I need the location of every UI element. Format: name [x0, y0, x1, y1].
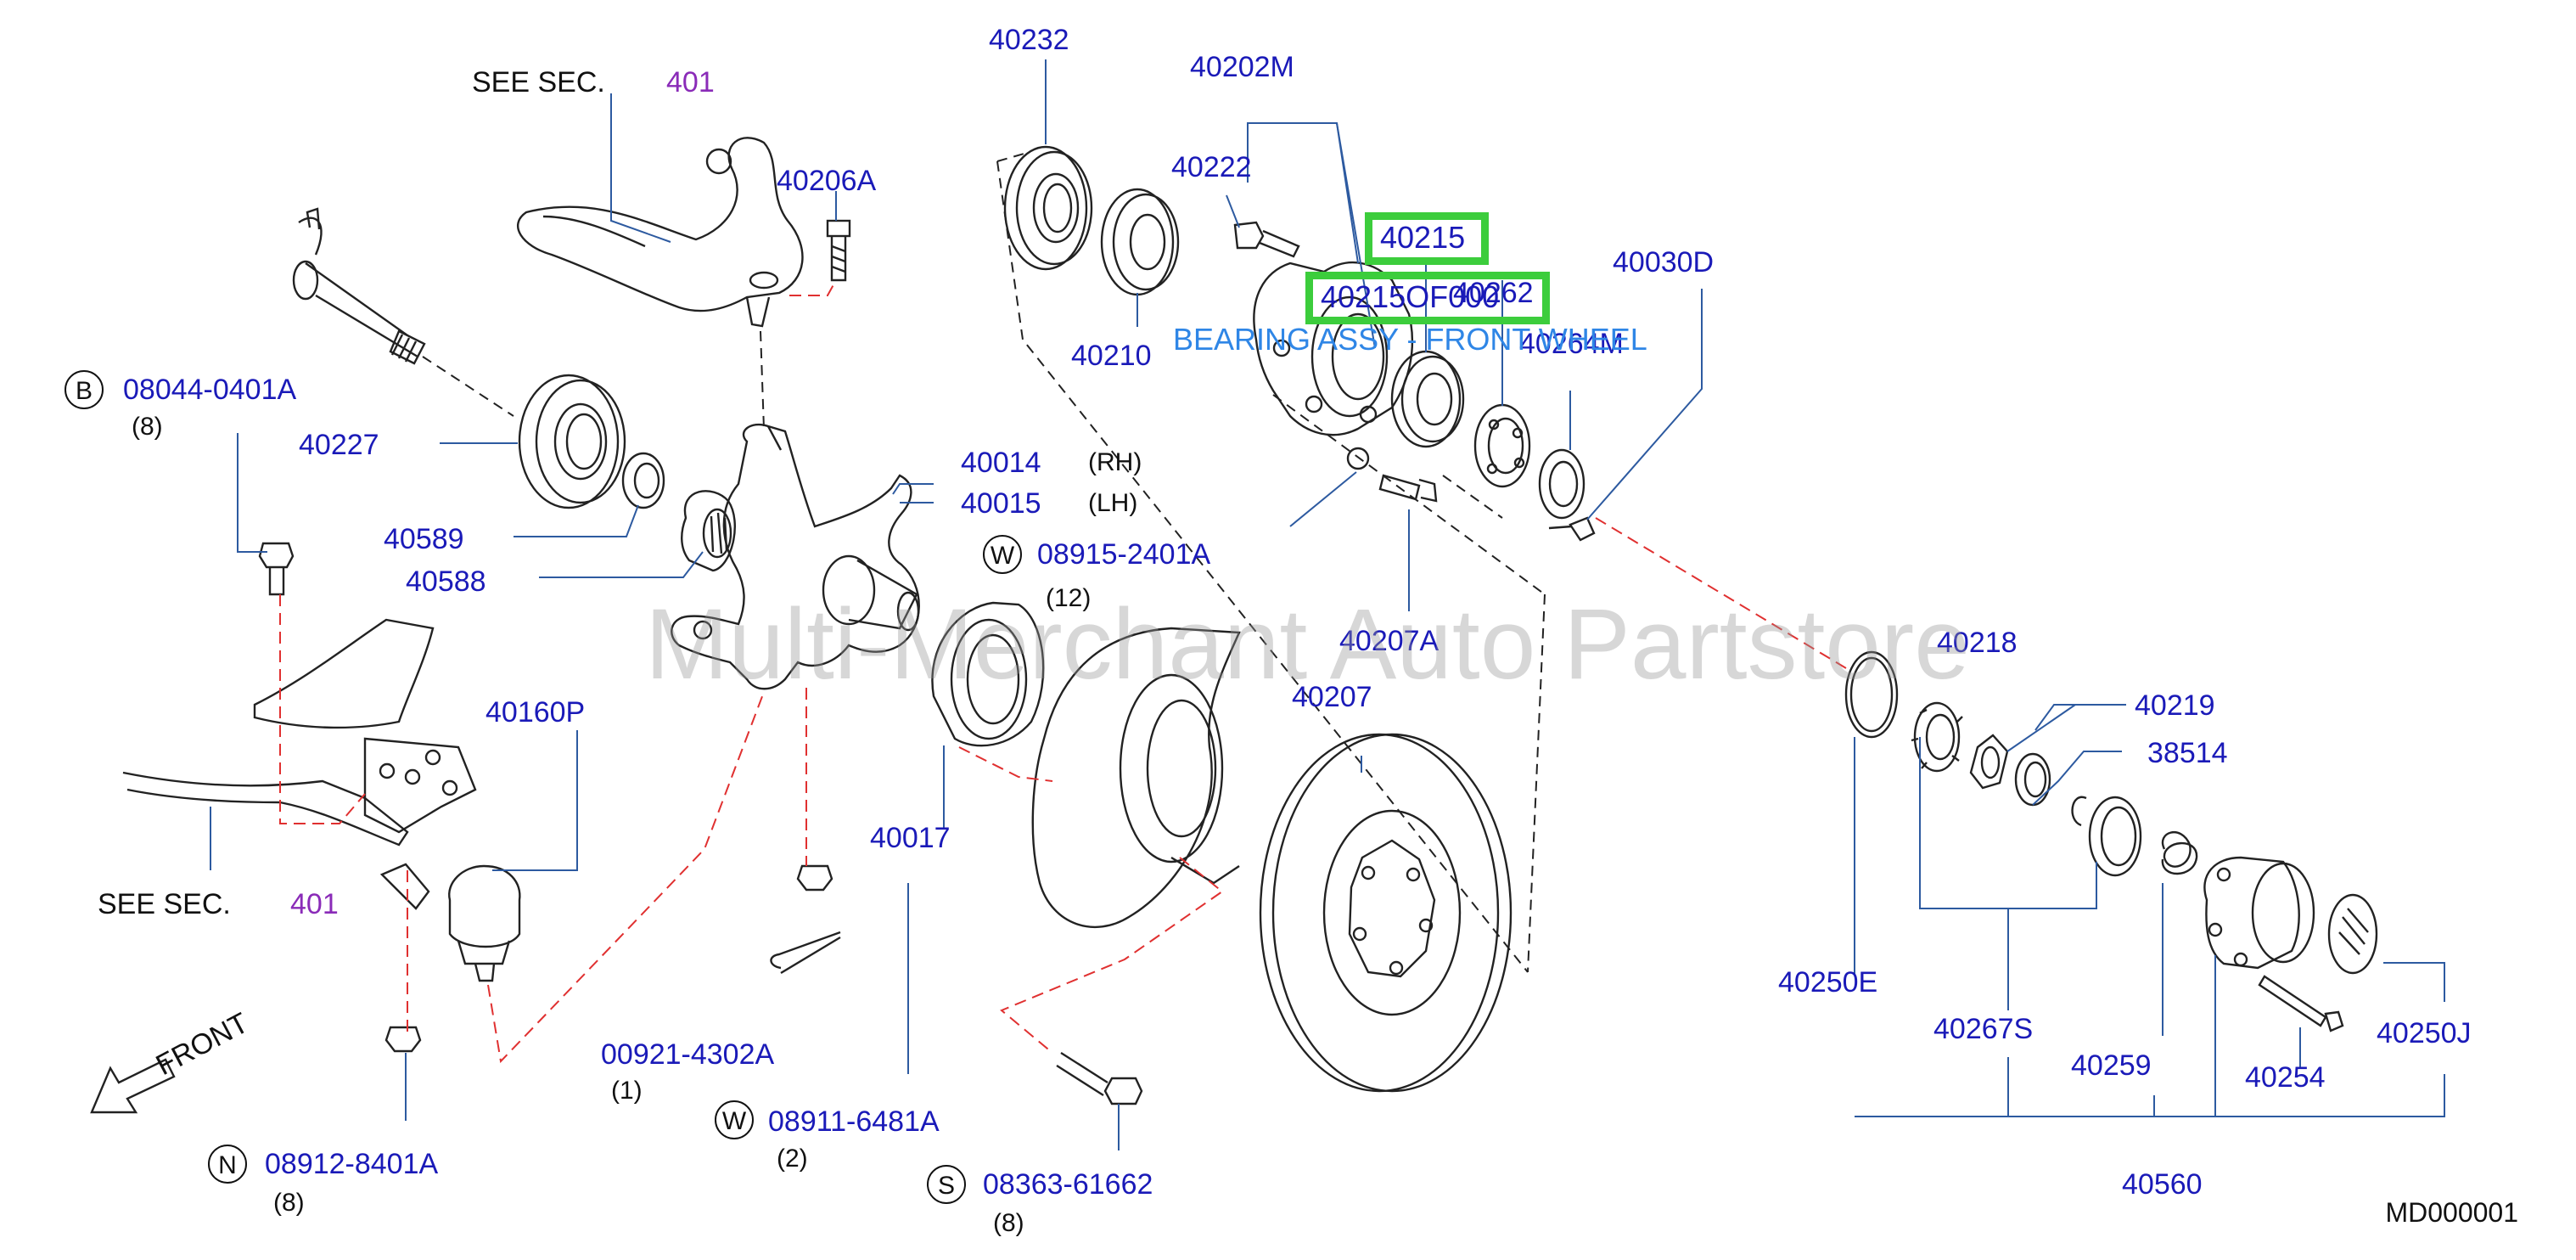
part-label-40232[interactable]: 40232	[989, 24, 1069, 56]
bearing-40232-drawing	[1003, 145, 1093, 271]
see-section-label-bottom: SEE SEC.	[98, 888, 231, 920]
washer-40262-drawing	[1473, 403, 1531, 488]
side-40015: (LH)	[1088, 489, 1138, 517]
part-label-40264m[interactable]: 40264M	[1519, 328, 1624, 360]
qty-08044-0401a: (8)	[132, 413, 163, 441]
prefix-badge-s: S	[927, 1165, 966, 1204]
washer-40264m-drawing	[1538, 448, 1585, 520]
part-label-40202m[interactable]: 40202M	[1190, 51, 1294, 83]
part-label-40210[interactable]: 40210	[1071, 340, 1152, 372]
dashed-guides	[422, 152, 1546, 973]
bushing-40589-drawing	[621, 452, 665, 509]
qty-08911-6481a: (2)	[777, 1145, 808, 1173]
backing-plate-drawing	[1031, 627, 1241, 929]
see-section-link-top[interactable]: 401	[666, 66, 715, 98]
qty-00921-4302a: (1)	[611, 1077, 643, 1105]
free-wheel-hub-drawing	[2203, 856, 2315, 970]
lock-nut-40218-drawing	[1911, 701, 1963, 773]
hub-assembly-drawing	[1253, 261, 1414, 436]
hub-ring-40267s-drawing	[2088, 796, 2142, 877]
side-40014: (RH)	[1088, 448, 1142, 476]
highlight-label-overlay[interactable]: 40215OF000	[1321, 279, 1500, 314]
bolt-40207a-drawing	[1346, 447, 1438, 503]
bearing-40588-drawing	[681, 490, 736, 572]
washer-38514-drawing	[2014, 752, 2051, 807]
leader-lines	[210, 59, 2445, 1150]
see-section-link-bottom[interactable]: 401	[290, 888, 339, 920]
part-label-40250e[interactable]: 40250E	[1778, 966, 1878, 998]
part-label-40588[interactable]: 40588	[406, 565, 486, 598]
part-label-40015[interactable]: 40015	[961, 487, 1041, 520]
seal-40017-drawing	[931, 601, 1045, 747]
screw-40030d-drawing	[1548, 516, 1596, 542]
bolt-08363-drawing	[1056, 1051, 1143, 1105]
centerlines	[279, 279, 1851, 1064]
bearing-40215-drawing	[1390, 350, 1465, 448]
washer-40219-drawing	[1969, 734, 2009, 790]
part-label-00921-4302a[interactable]: 00921-4302A	[601, 1038, 775, 1071]
front-direction-arrow	[90, 1058, 176, 1114]
highlight-label-40215[interactable]: 40215	[1380, 220, 1466, 255]
part-label-40160p[interactable]: 40160P	[485, 696, 586, 728]
gasket-40250j-drawing	[2327, 893, 2378, 975]
nut-08911-drawing	[796, 864, 833, 892]
brake-rotor-drawing	[1259, 733, 1512, 1093]
part-label-40227[interactable]: 40227	[299, 429, 379, 461]
steering-knuckle-drawing	[671, 423, 920, 690]
drive-shaft-drawing	[292, 207, 426, 365]
spring-40259-drawing	[2161, 831, 2198, 875]
prefix-badge-b: B	[65, 370, 104, 409]
bolt-40222-drawing	[1233, 221, 1300, 258]
qty-08912-8401a: (8)	[273, 1189, 305, 1217]
cotter-pin-drawing	[770, 931, 841, 975]
part-label-40560[interactable]: 40560	[2122, 1168, 2203, 1201]
part-label-08911-6481a[interactable]: 08911-6481A	[768, 1105, 940, 1138]
bolt-40206a-drawing	[826, 219, 851, 282]
highlight-box-40215[interactable]	[1365, 212, 1489, 265]
part-label-40262[interactable]: 40262	[1453, 277, 1534, 309]
o-ring-40250e-drawing	[1844, 650, 1899, 739]
prefix-badge-w-08915: W	[983, 535, 1022, 574]
see-section-label-top: SEE SEC.	[472, 66, 605, 98]
part-label-40259[interactable]: 40259	[2071, 1049, 2152, 1082]
part-label-38514[interactable]: 38514	[2147, 737, 2228, 769]
ball-joint-40160p-drawing	[379, 863, 521, 982]
part-label-08915-2401a[interactable]: 08915-2401A	[1037, 538, 1211, 571]
part-label-08912-8401a[interactable]: 08912-8401A	[265, 1148, 439, 1180]
part-label-40030d[interactable]: 40030D	[1613, 246, 1715, 278]
part-label-40207a[interactable]: 40207A	[1339, 625, 1440, 657]
prefix-badge-n: N	[208, 1145, 247, 1184]
prefix-badge-w-08911: W	[715, 1100, 754, 1139]
bearing-40210-drawing	[1100, 188, 1180, 296]
part-label-40014[interactable]: 40014	[961, 447, 1041, 479]
part-label-40589[interactable]: 40589	[384, 523, 464, 555]
bolt-40254-drawing	[2258, 975, 2344, 1032]
highlight-box-overlay[interactable]	[1305, 272, 1550, 324]
lower-arm-drawing	[122, 618, 477, 847]
part-label-40017[interactable]: 40017	[870, 822, 951, 854]
part-label-40222[interactable]: 40222	[1171, 151, 1252, 183]
part-label-08044-0401a[interactable]: 08044-0401A	[123, 374, 297, 406]
bolt-08044-drawing	[258, 542, 295, 596]
part-label-40219[interactable]: 40219	[2135, 689, 2215, 722]
qty-08363-61662: (8)	[993, 1209, 1024, 1237]
upper-control-arm-drawing	[516, 137, 804, 328]
part-label-40218[interactable]: 40218	[1937, 627, 2018, 659]
highlight-description: BEARING ASSY - FRONT WHEEL	[1173, 322, 1647, 357]
nut-08912-drawing	[384, 1026, 422, 1053]
part-label-40250j[interactable]: 40250J	[2377, 1017, 2472, 1049]
part-label-40206a[interactable]: 40206A	[777, 165, 877, 197]
sheet-code: MD000001	[2385, 1197, 2518, 1228]
part-label-40207[interactable]: 40207	[1292, 681, 1372, 713]
qty-08915-2401a: (12)	[1046, 584, 1092, 612]
part-label-40254[interactable]: 40254	[2245, 1061, 2326, 1094]
seal-40227-drawing	[518, 374, 626, 509]
part-label-40267s[interactable]: 40267S	[1933, 1013, 2034, 1045]
snap-ring-drawing	[2071, 796, 2087, 827]
part-label-08363-61662[interactable]: 08363-61662	[983, 1168, 1153, 1201]
